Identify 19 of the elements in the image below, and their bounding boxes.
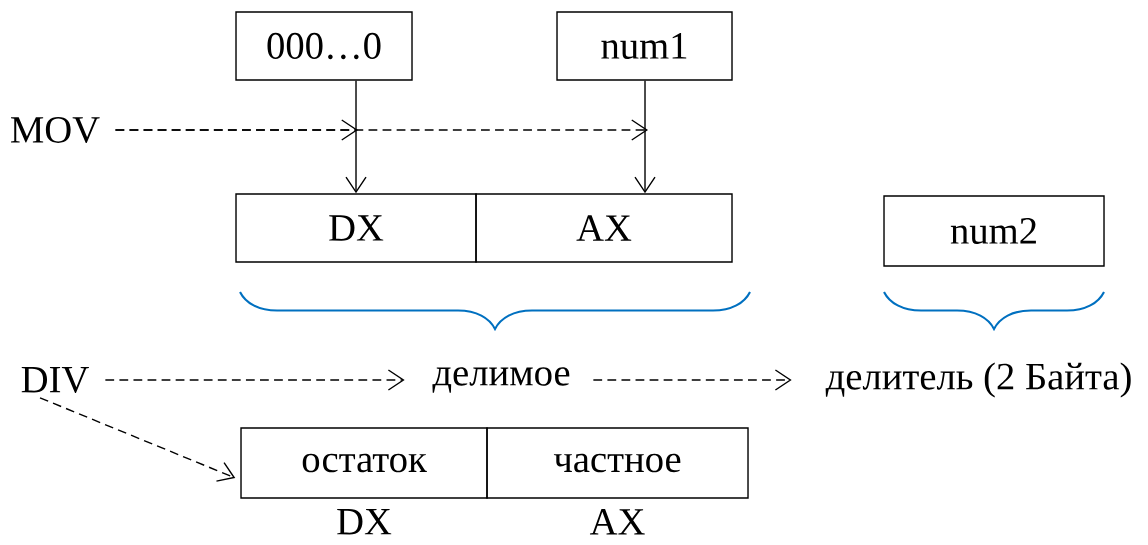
register-box: остаток — [240, 427, 488, 499]
register-box: DX — [235, 193, 477, 263]
register-box: AX — [475, 193, 733, 263]
label-text: MOV — [11, 116, 100, 144]
label-text: DIV — [21, 367, 89, 393]
arrow — [592, 369, 792, 391]
arrow — [634, 80, 656, 194]
label-text: делитель (2 Байта) — [825, 362, 1131, 398]
arrow — [345, 80, 367, 194]
arrow — [114, 119, 648, 141]
arrow — [104, 369, 405, 391]
register-label: AX — [590, 509, 645, 535]
register-box: num1 — [556, 11, 733, 81]
label-text: делимое — [432, 367, 570, 393]
register-box: 000…0 — [235, 11, 413, 81]
arrow — [39, 397, 236, 482]
register-box: num2 — [883, 195, 1105, 267]
register-label: DX — [337, 509, 392, 535]
register-box: частное — [486, 427, 749, 499]
